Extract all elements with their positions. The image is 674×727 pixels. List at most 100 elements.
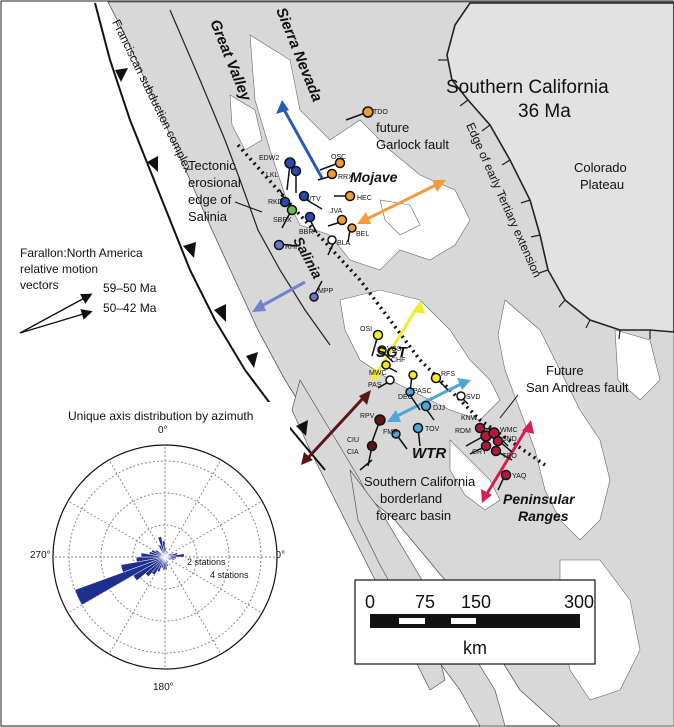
station-label: RRX: [338, 174, 353, 181]
station-label: CIU: [347, 437, 359, 444]
station-label: BLA: [337, 240, 351, 247]
station-label: BBR: [299, 229, 313, 236]
tectonic-edge-2: erosional: [188, 175, 241, 190]
station-label: SVD: [466, 394, 480, 401]
station-label: YAQ: [512, 473, 527, 480]
rose-petal: [161, 540, 166, 558]
farallon-title-3: vectors: [20, 278, 59, 292]
rose-ring-2: 2 stations: [187, 557, 226, 567]
san-andreas-label-2: San Andreas fault: [526, 380, 629, 395]
farallon-title-1: Farallon:North America: [20, 246, 143, 260]
borderland-label-2: borderland: [380, 491, 442, 506]
rose-spoke: [164, 556, 263, 614]
scale-bar: 0 75 150 300 km: [354, 579, 596, 665]
station-label: TOV: [425, 426, 440, 433]
tectonic-edge-4: Salinia: [188, 209, 228, 224]
rose-petal: [154, 549, 166, 558]
arrow-maroon: [304, 393, 368, 462]
future-san-andreas-line: [236, 143, 546, 467]
colorado-label-2: Plateau: [580, 177, 624, 192]
station-label: PASC: [413, 388, 432, 395]
farallon-legend: Farallon:North America relative motion v…: [19, 246, 157, 334]
san-andreas-label-1: Future: [546, 363, 584, 378]
station-label: WMC: [500, 427, 518, 434]
station-label: SND: [502, 436, 517, 443]
rose-spoke: [164, 556, 222, 655]
sgt-label: SGT: [376, 344, 409, 361]
arrow-crimson: [483, 425, 530, 498]
station-markers: [273, 106, 513, 491]
rose-petals: [74, 536, 185, 606]
rose-spoke: [108, 459, 166, 558]
rose-petal: [164, 556, 172, 561]
rose-petal: [157, 536, 166, 558]
station-label: TRO: [502, 453, 517, 460]
legend-50-42: 50–42 Ma: [103, 301, 157, 315]
station-label: OSC: [331, 154, 346, 161]
scale-300: 300: [564, 592, 594, 612]
scale-150: 150: [461, 592, 491, 612]
station-label: FMP: [383, 429, 398, 436]
station-label: VTV: [307, 196, 321, 203]
rose-title: Unique axis distribution by azimuth: [68, 409, 253, 423]
station-label: CRY: [472, 449, 487, 456]
salinia-edge: [169, 9, 331, 346]
rose-spoke: [108, 556, 166, 655]
garlock-label-2: Garlock fault: [376, 137, 449, 152]
station-label: KNW: [461, 415, 478, 422]
rose-petal: [74, 556, 166, 606]
station-label: LKL: [266, 172, 279, 179]
arrow-orange: [362, 181, 441, 223]
tectonic-edge-3: edge of: [188, 192, 232, 207]
scale-0: 0: [365, 592, 375, 612]
borderland-label-1: Southern California: [364, 474, 476, 489]
station-label: RDM: [455, 428, 471, 435]
colorado-label-1: Colorado: [574, 160, 627, 175]
station-label: RFS: [441, 371, 455, 378]
rose-spoke: [164, 500, 263, 558]
station-label: RPV: [360, 413, 375, 420]
peninsular-label-1: Peninsular: [503, 491, 576, 507]
station-label: HEC: [357, 195, 372, 202]
station-label: MPP: [318, 288, 334, 295]
rose-spoke: [67, 500, 166, 558]
thrust-teeth: [115, 68, 308, 436]
mojave-label: Mojave: [350, 169, 398, 185]
station-label: EDW2: [259, 155, 279, 162]
station-label: OSI: [360, 326, 372, 333]
rose-ring-4: 4 stations: [210, 570, 249, 580]
rose-petal: [120, 556, 166, 573]
station-label: BEL: [356, 231, 369, 238]
station-label: CHF: [391, 357, 405, 364]
rose-petal: [135, 556, 166, 563]
legend-59-50: 59–50 Ma: [103, 281, 157, 295]
station-label: TDO: [373, 109, 388, 116]
scale-unit: km: [463, 638, 487, 658]
rose-petal: [164, 552, 168, 558]
farallon-title-2: relative motion: [20, 262, 98, 276]
station-labels: TDO OSC RRX HEC JVA BEL EDW2 LKL VTV RKD…: [259, 109, 527, 480]
wtr-label: WTR: [412, 445, 446, 462]
arrow-periwinkle: [257, 280, 306, 310]
station-label: DJJ: [433, 405, 445, 412]
rose-diagram: Unique axis distribution by azimuth 0° 9…: [30, 402, 290, 700]
rose-spoke: [164, 459, 222, 558]
rose-az-0: 0°: [158, 425, 168, 436]
peninsular-label-2: Ranges: [518, 508, 569, 524]
station-label: JVA: [330, 208, 343, 215]
rose-az-180: 180°: [153, 682, 174, 693]
station-label: RHI: [285, 244, 297, 251]
extension-ticks: [438, 59, 651, 340]
station-label: SBPX: [273, 217, 292, 224]
station-label: PAS: [368, 382, 382, 389]
borderland-label-3: forearc basin: [376, 508, 451, 523]
station-label: MWC: [369, 370, 387, 377]
tectonic-edge-1: Tectonic: [188, 158, 236, 173]
arrow-cyan: [392, 380, 466, 420]
map-title: Southern California: [446, 77, 609, 98]
arrow-blue: [280, 105, 324, 179]
map-subtitle: 36 Ma: [518, 101, 571, 122]
garlock-label-1: future: [376, 120, 409, 135]
rose-petal: [164, 553, 185, 558]
